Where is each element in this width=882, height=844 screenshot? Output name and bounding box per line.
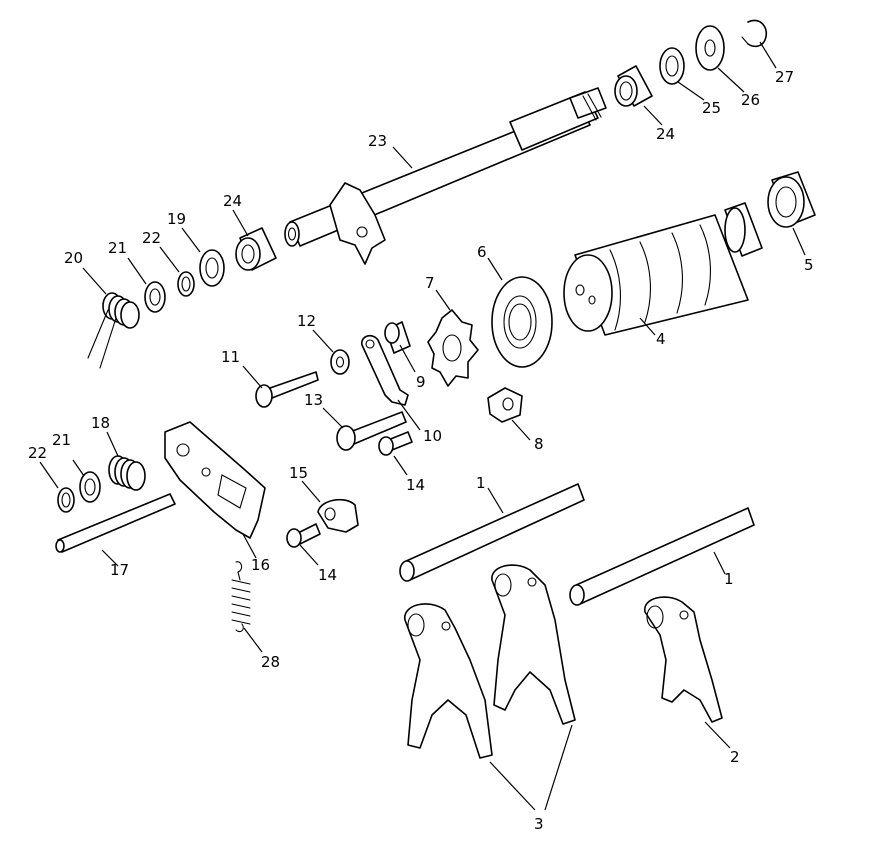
callout-4: 4 — [656, 330, 666, 348]
part-16-selector-plate — [164, 421, 266, 539]
part-6-oil-seal — [491, 276, 553, 368]
callout-20: 20 — [64, 249, 83, 267]
callout-6: 6 — [477, 243, 487, 261]
callout-17: 17 — [110, 561, 129, 579]
callout-14-upper: 14 — [406, 476, 425, 494]
callout-19: 19 — [167, 210, 186, 228]
callout-25: 25 — [702, 99, 721, 117]
callout-11: 11 — [221, 348, 240, 366]
part-26-thrust-washer — [695, 25, 725, 71]
callout-15: 15 — [289, 464, 308, 482]
part-2-shift-fork-right — [644, 596, 723, 723]
part-22-circlip-upper — [177, 271, 195, 297]
callout-18: 18 — [91, 414, 110, 432]
callout-labels: 1 1 2 3 4 5 6 7 8 9 10 11 12 13 14 14 15… — [28, 68, 814, 833]
part-9-pin — [384, 321, 411, 354]
callout-2: 2 — [730, 748, 740, 766]
callout-3: 3 — [534, 815, 544, 833]
part-20-torsion-spring — [87, 292, 140, 369]
part-23-selector-shaft — [284, 87, 607, 265]
callout-1-right: 1 — [724, 570, 734, 588]
callout-13: 13 — [304, 391, 323, 409]
callout-7: 7 — [425, 274, 435, 292]
callout-16: 16 — [251, 556, 270, 574]
part-22-circlip-lower — [57, 487, 75, 513]
part-8-block — [487, 387, 523, 423]
part-19-washer — [199, 249, 225, 287]
part-21-washer-lower — [79, 471, 101, 503]
part-28-tension-spring — [231, 561, 251, 633]
part-3-shift-fork-middle — [491, 564, 576, 725]
callout-22-lower: 22 — [28, 444, 47, 462]
callout-26: 26 — [741, 91, 760, 109]
callout-8: 8 — [534, 435, 544, 453]
callout-24-top: 24 — [656, 125, 675, 143]
callout-23: 23 — [368, 132, 387, 150]
part-24-needle-bearing-left — [235, 227, 277, 271]
callout-27: 27 — [775, 68, 794, 86]
part-7-star-cam — [427, 309, 479, 387]
leader-lines — [39, 41, 806, 811]
part-3-shift-fork-left — [404, 603, 493, 759]
callout-5: 5 — [804, 256, 814, 274]
callout-21-lower: 21 — [52, 431, 71, 449]
callout-10: 10 — [423, 427, 442, 445]
part-25-washer — [659, 47, 685, 85]
part-17-pin — [55, 493, 176, 553]
callout-24-left: 24 — [223, 192, 242, 210]
part-1-fork-rod-right — [569, 507, 755, 606]
callout-14-lower: 14 — [318, 566, 337, 584]
part-14-bolt-lower — [286, 523, 321, 548]
part-1-fork-rod-left — [399, 483, 585, 582]
callout-9: 9 — [416, 373, 426, 391]
part-4-selector-drum — [563, 202, 763, 336]
part-24-needle-bearing-top — [614, 65, 653, 107]
callout-21-upper: 21 — [108, 239, 127, 257]
part-18-spring — [108, 455, 146, 491]
part-13-bolt — [336, 411, 407, 451]
part-27-circlip — [741, 19, 767, 48]
callout-28: 28 — [261, 653, 280, 671]
callout-12: 12 — [297, 312, 316, 330]
part-21-washer-upper — [144, 281, 166, 313]
part-15-cam-plate — [317, 498, 359, 533]
part-12-washer — [330, 349, 350, 375]
part-14-bolt-upper — [378, 431, 413, 456]
callout-22-upper: 22 — [142, 229, 161, 247]
part-5-ball-bearing — [767, 171, 816, 228]
part-11-bolt — [255, 371, 319, 408]
callout-1-left: 1 — [476, 474, 486, 492]
